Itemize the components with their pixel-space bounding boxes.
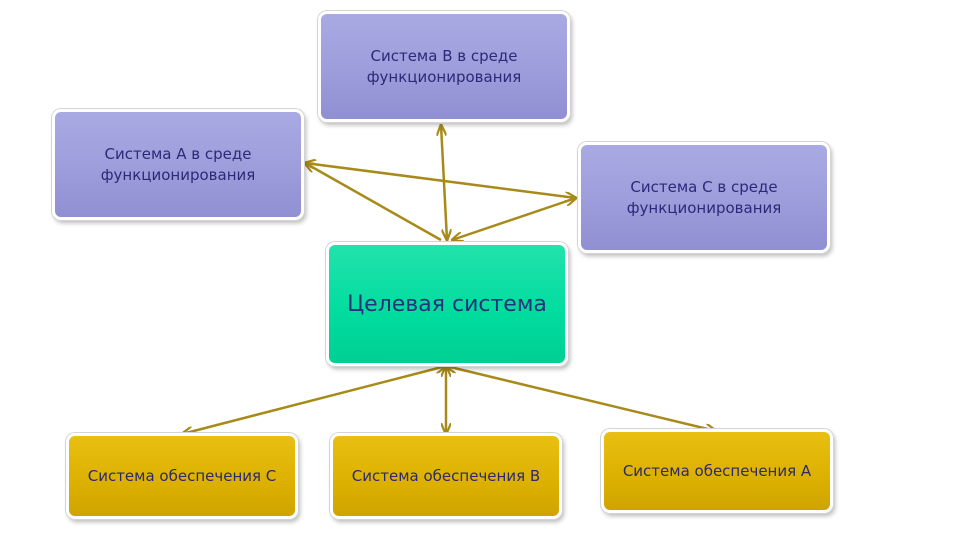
support-a-node: Система обеспечения А — [601, 429, 833, 513]
support-c-node: Система обеспечения С — [66, 433, 298, 519]
system-c-label: Система С в среде функционирования — [626, 177, 782, 217]
system-a-node: Система А в среде функционирования — [52, 109, 304, 220]
system-a-label: Система А в среде функционирования — [100, 144, 256, 184]
link-a-target — [305, 163, 442, 242]
link-target-support-a — [446, 366, 716, 431]
link-target-support-c — [182, 366, 446, 434]
link-b-target — [441, 125, 447, 240]
link-c-target — [452, 198, 576, 240]
system-b-node: Система В в среде функционирования — [318, 11, 570, 122]
system-b-label: Система В в среде функционирования — [366, 46, 522, 86]
system-c-node: Система С в среде функционирования — [578, 142, 830, 253]
support-b-label: Система обеспечения В — [351, 466, 541, 485]
target-system-label: Целевая система — [347, 291, 547, 317]
support-a-label: Система обеспечения А — [622, 461, 812, 480]
support-c-label: Система обеспечения С — [87, 466, 277, 485]
link-a-c — [305, 163, 576, 198]
support-b-node: Система обеспечения В — [330, 433, 562, 519]
target-system-node: Целевая система — [326, 242, 568, 366]
